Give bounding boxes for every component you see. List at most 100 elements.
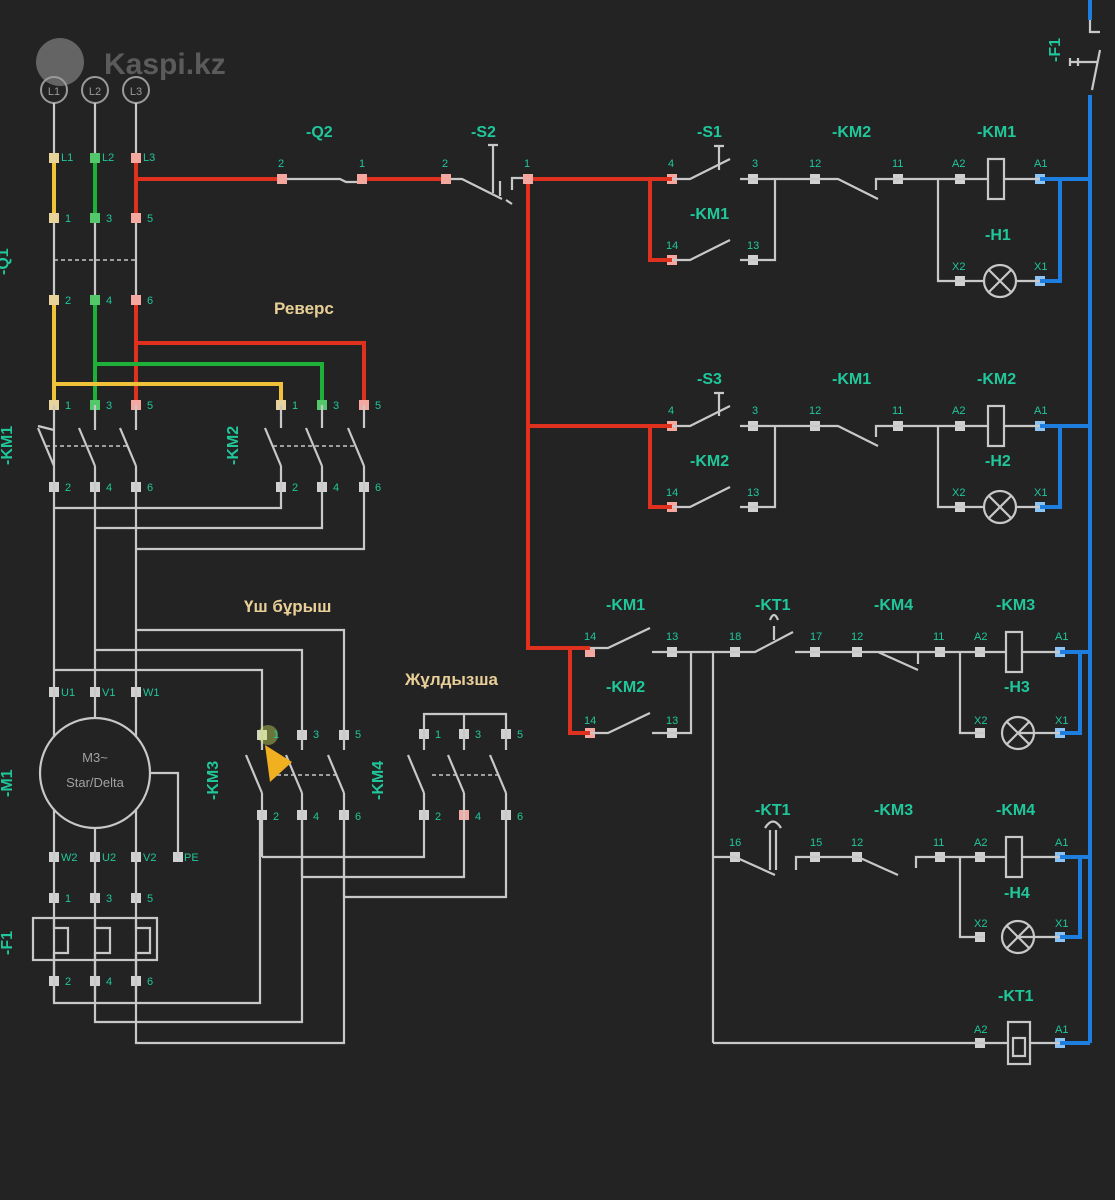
pin-label: 1 [292, 400, 298, 412]
pin-label: 3 [106, 213, 112, 225]
pin-label: 3 [106, 893, 112, 905]
terminal [277, 174, 287, 184]
h3-label: -H3 [1004, 679, 1030, 696]
pin-label: X2 [952, 261, 965, 273]
terminal [49, 213, 59, 223]
pin-label: A1 [1034, 158, 1047, 170]
pin-label: 6 [355, 811, 361, 823]
pin-label: X1 [1034, 487, 1047, 499]
pin-label: 4 [668, 405, 674, 417]
pin-label: 13 [666, 631, 678, 643]
pin-label: 1 [65, 400, 71, 412]
reverse-crossover [54, 341, 366, 405]
rung3-km2-label: -KM2 [606, 679, 645, 696]
pin-label: 2 [442, 158, 448, 170]
pin-label: 12 [809, 158, 821, 170]
pin-label: 11 [933, 631, 944, 643]
pin-label: 14 [666, 487, 678, 499]
km3-power-label: -KM3 [205, 761, 222, 800]
rung-1 [648, 144, 1090, 299]
pin-label: 3 [106, 400, 112, 412]
pin-label: X1 [1055, 715, 1068, 727]
km1-power-label: -KM1 [0, 426, 16, 465]
pin-label: 6 [147, 482, 153, 494]
pin-label: L3 [143, 152, 155, 164]
terminal [131, 153, 141, 163]
km3-coil-label: -KM3 [996, 597, 1035, 614]
phase-l3-label: L3 [130, 86, 142, 98]
f1-power-label: -F1 [0, 931, 16, 955]
watermark-text: Kaspi.kz [104, 48, 226, 81]
s2-label: -S2 [471, 124, 496, 141]
terminal [131, 295, 141, 305]
pin-label: 17 [810, 631, 822, 643]
pin-labels: L1 L2 L3 1 3 5 2 4 6 1 3 5 1 3 5 2 4 6 2… [61, 152, 1068, 1036]
pin-label: 2 [435, 811, 441, 823]
pin-label: 1 [65, 213, 71, 225]
pin-label: X2 [952, 487, 965, 499]
terminal [49, 295, 59, 305]
pin-label: 3 [475, 729, 481, 741]
pin-label: A1 [1055, 631, 1068, 643]
rung4-km3-label: -KM3 [874, 802, 913, 819]
rung-2 [648, 391, 1090, 525]
pin-label: V2 [143, 852, 156, 864]
pin-label: U1 [61, 687, 75, 699]
control-supply-line [136, 143, 650, 650]
pin-label: 2 [65, 482, 71, 494]
rung-3 [568, 613, 1090, 1043]
pin-label: 2 [65, 976, 71, 988]
f1-control-label: -F1 [1047, 38, 1064, 62]
pin-label: A1 [1055, 837, 1068, 849]
pin-label: X1 [1034, 261, 1047, 273]
motor-connection-label: Star/Delta [66, 775, 125, 790]
phase-l2-label: L2 [89, 86, 101, 98]
pin-label: 6 [147, 976, 153, 988]
delta-section-label: Үш бұрыш [244, 597, 331, 616]
pin-label: A1 [1034, 405, 1047, 417]
pin-label: 12 [809, 405, 821, 417]
terminal [90, 213, 100, 223]
pin-label: 14 [584, 631, 596, 643]
pin-label: 3 [313, 729, 319, 741]
q1-breaker [52, 158, 138, 405]
pin-label: 4 [106, 482, 112, 494]
rung2-hold-label: -KM2 [690, 453, 729, 470]
pin-label: 5 [375, 400, 381, 412]
pin-label: W1 [143, 687, 160, 699]
rung3-km1-label: -KM1 [606, 597, 645, 614]
motor-type-label: M3~ [82, 750, 108, 765]
motor-m1: M3~ Star/Delta [38, 716, 180, 857]
q1-label: -Q1 [0, 248, 12, 275]
pin-label: PE [184, 852, 199, 864]
terminal [131, 213, 141, 223]
s1-label: -S1 [697, 124, 722, 141]
pin-label: A1 [1055, 1024, 1068, 1036]
pin-label: 3 [752, 405, 758, 417]
pin-label: 18 [729, 631, 741, 643]
rung1-hold-label: -KM1 [690, 206, 729, 223]
pin-label: W2 [61, 852, 78, 864]
pin-label: 6 [517, 811, 523, 823]
pin-label: 5 [517, 729, 523, 741]
labels: -Q1 -KM1 -KM2 -KM3 -KM4 -M1 -F1 Реверс Ү… [0, 38, 1064, 1005]
pin-label: 14 [666, 240, 678, 252]
pin-label: 2 [65, 295, 71, 307]
rung2-interlock-label: -KM1 [832, 371, 871, 388]
pin-label: 2 [292, 482, 298, 494]
rung3-km4-label: -KM4 [874, 597, 913, 614]
pin-label: X1 [1055, 918, 1068, 930]
rung4-kt1-label: -KT1 [755, 802, 791, 819]
thermal-relay-f1 [31, 820, 346, 1045]
star-section-label: Жұлдызша [404, 670, 499, 689]
pin-label: 4 [106, 976, 112, 988]
pin-label: 13 [747, 240, 759, 252]
pin-label: L2 [102, 152, 114, 164]
rung3-kt1-label: -KT1 [755, 597, 791, 614]
rung-5 [713, 1020, 1090, 1066]
pin-label: 6 [147, 295, 153, 307]
pin-label: 1 [435, 729, 441, 741]
terminal [90, 295, 100, 305]
pin-label: 4 [475, 811, 481, 823]
phase-l1-label: L1 [48, 86, 60, 98]
